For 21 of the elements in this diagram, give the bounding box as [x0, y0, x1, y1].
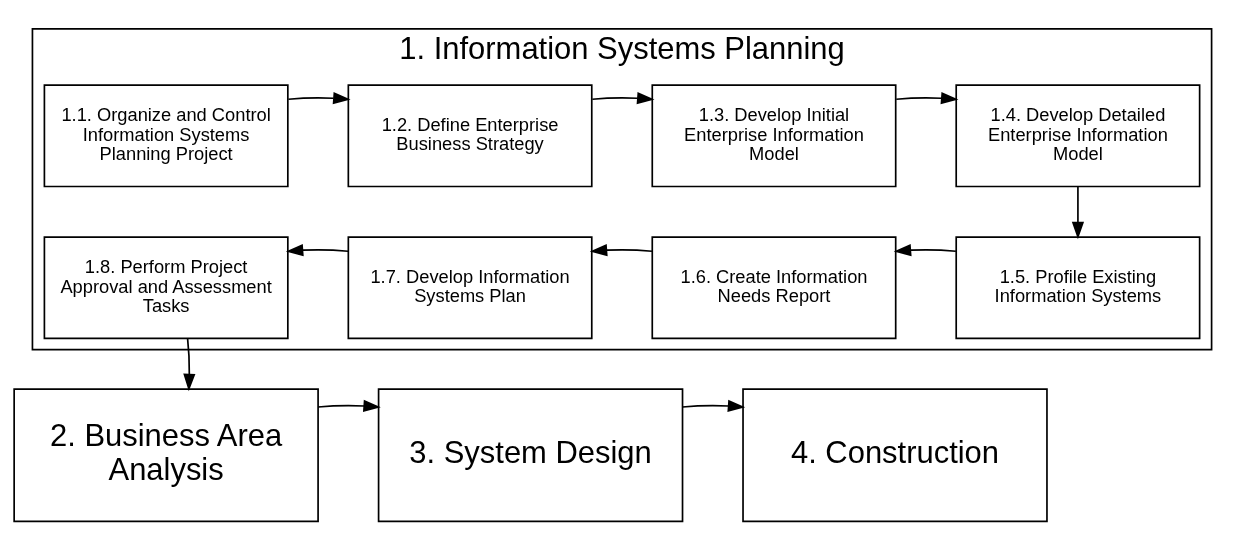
arrow	[287, 92, 351, 105]
node-box: 1.3. Develop Initial Enterprise Information Model	[651, 84, 897, 188]
arrow	[893, 244, 957, 257]
node-box: 1.2. Define Enterprise Business Strategy	[347, 84, 593, 188]
arrow	[681, 399, 746, 413]
arrow	[317, 399, 381, 413]
arrow	[895, 92, 959, 105]
node-box: 1.6. Create Information Needs Report	[651, 236, 897, 340]
arrow	[589, 244, 653, 257]
node-box: 1.1. Organize and Control Information Systems Planning Project	[43, 84, 289, 188]
node-box: 1.7. Develop Information Systems Plan	[347, 236, 593, 340]
arrow	[591, 92, 655, 105]
node-box: 4. Construction	[742, 388, 1048, 523]
node-box: 3. System Design	[377, 388, 684, 523]
node-box: 1.5. Profile Existing Information Systems	[955, 236, 1201, 340]
arrow	[183, 337, 196, 392]
node-box: 2. Business Area Analysis	[13, 388, 319, 523]
arrow	[1071, 185, 1085, 240]
node-box: 1.8. Perform Project Approval and Assessment Tasks	[43, 236, 289, 340]
node-box: 1.4. Develop Detailed Enterprise Information Model	[955, 84, 1201, 188]
arrow	[285, 244, 349, 257]
